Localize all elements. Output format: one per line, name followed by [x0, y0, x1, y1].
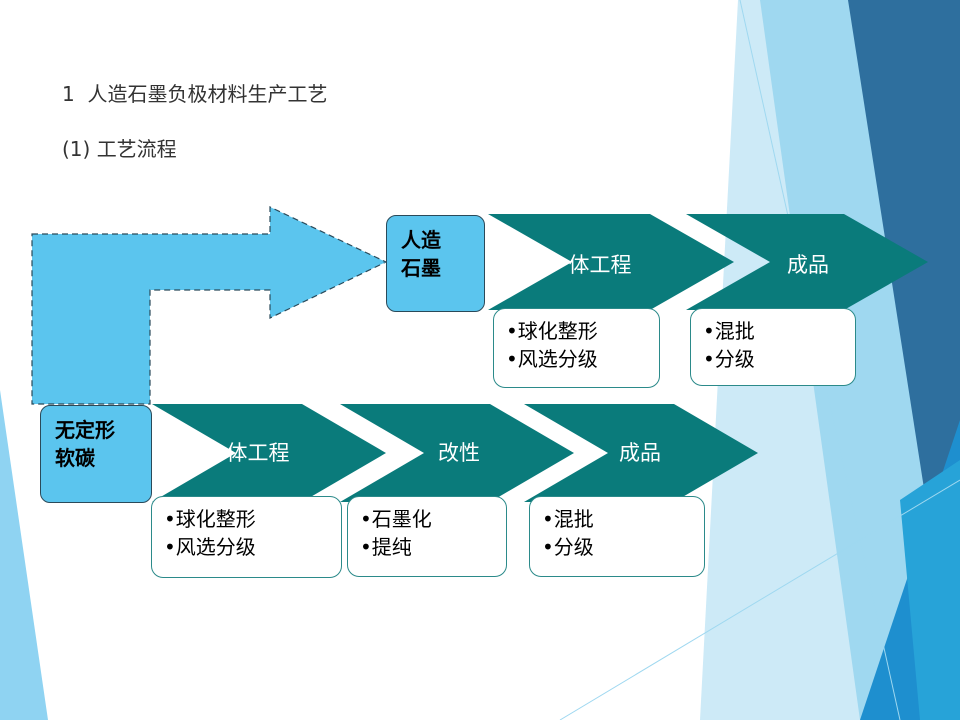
chevron-label: 成品: [787, 253, 829, 277]
chevron-label: 体工程: [568, 253, 632, 277]
chevron-upper-2: [686, 214, 928, 310]
section-heading: 1 人造石墨负极材料生产工艺: [62, 82, 328, 106]
detail-box: •石墨化 •提纯: [347, 496, 507, 577]
detail-item: •分级: [703, 347, 755, 371]
chevron-lower-3: [524, 404, 758, 502]
detail-item: •球化整形: [506, 319, 598, 343]
start-box-line: 软碳: [55, 446, 95, 470]
detail-box: •混批 •分级: [690, 308, 856, 386]
bg-left-stripe: [0, 390, 48, 720]
bg-right-accent: [900, 460, 960, 720]
start-box-artificial-graphite: 人造 石墨: [386, 215, 485, 312]
detail-box: •球化整形 •风选分级: [493, 308, 660, 388]
detail-item: •混批: [542, 507, 594, 531]
detail-item: •石墨化: [360, 507, 432, 531]
detail-item: •风选分级: [164, 535, 256, 559]
start-box-line: 石墨: [401, 256, 441, 280]
detail-item: •混批: [703, 319, 755, 343]
detail-box: •混批 •分级: [529, 496, 705, 577]
start-box-line: 人造: [401, 228, 441, 252]
sub-heading: (1) 工艺流程: [62, 137, 177, 161]
chevron-label: 成品: [619, 441, 661, 465]
chevron-label: 改性: [438, 441, 480, 465]
chevron-upper-1: [488, 214, 734, 310]
start-box-line: 无定形: [55, 418, 115, 442]
detail-item: •分级: [542, 535, 594, 559]
chevron-label: 体工程: [226, 441, 290, 465]
chevron-lower-2: [340, 404, 574, 502]
connector-arrow: [31, 206, 388, 405]
chevron-lower-1: [152, 404, 386, 502]
start-box-soft-carbon: 无定形 软碳: [40, 405, 152, 503]
detail-item: •球化整形: [164, 507, 256, 531]
detail-box: •球化整形 •风选分级: [151, 496, 342, 578]
detail-item: •提纯: [360, 535, 412, 559]
detail-item: •风选分级: [506, 347, 598, 371]
